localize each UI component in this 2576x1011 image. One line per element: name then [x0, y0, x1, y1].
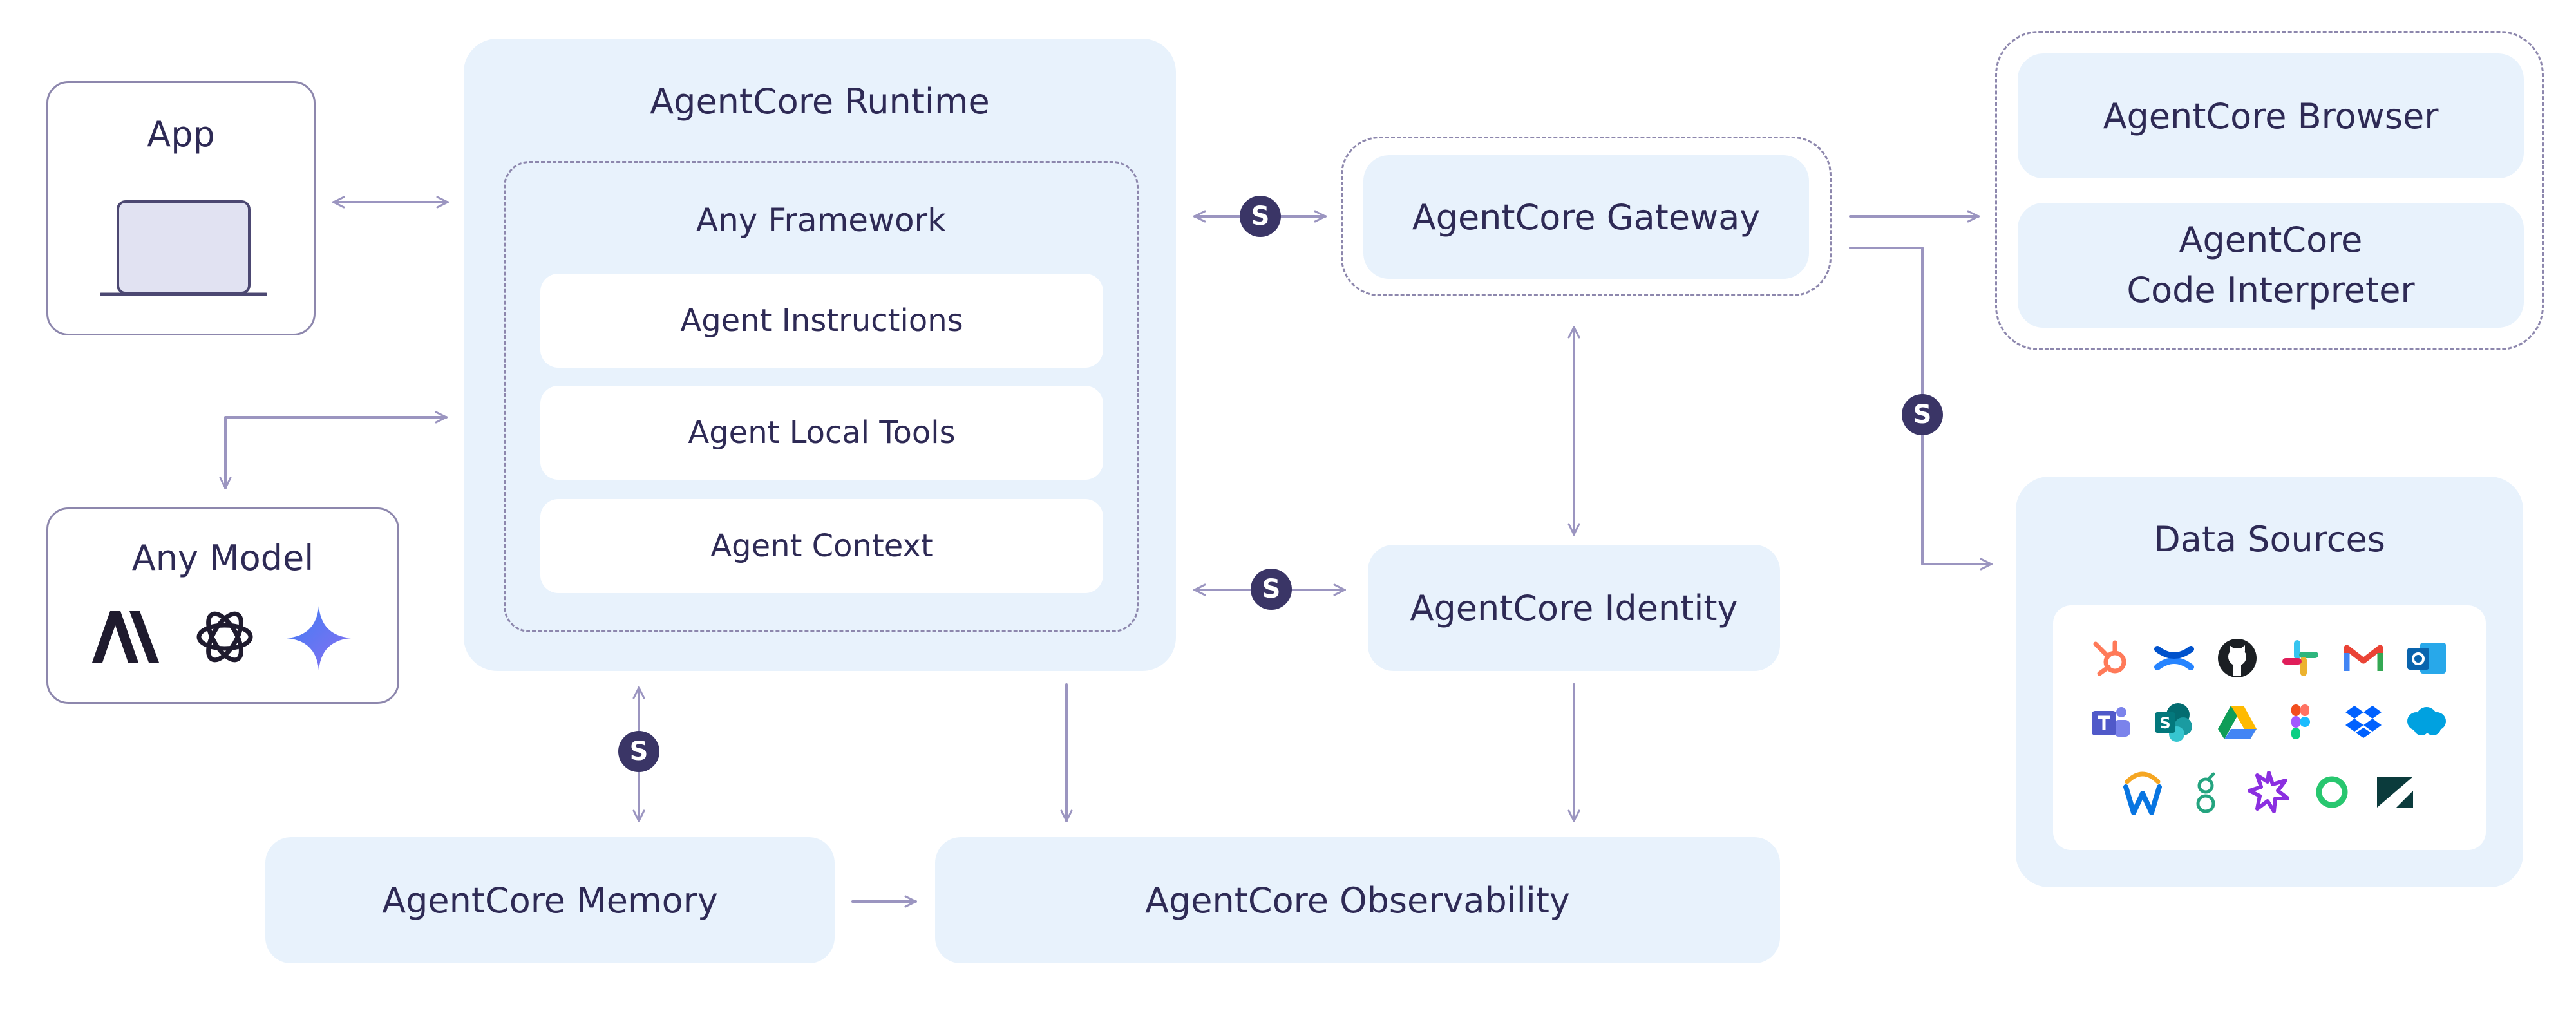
openai-icon	[196, 611, 253, 663]
zendesk-icon	[2377, 777, 2413, 808]
teams-icon	[2092, 707, 2130, 737]
greenhouse-icon	[2196, 772, 2215, 813]
github-icon	[2218, 639, 2257, 677]
agent-instructions-box: Agent Instructions	[540, 274, 1103, 368]
s-badge-gateway-datasources: S	[1902, 394, 1943, 435]
gemini-icon	[287, 606, 351, 670]
any-model-title: Any Model	[131, 538, 314, 578]
agentcore-gateway-card: AgentCore Gateway	[1363, 155, 1809, 279]
app-title: App	[147, 114, 215, 155]
slack-icon	[2282, 640, 2318, 676]
gmail-icon	[2344, 645, 2383, 671]
agentcore-memory-card: AgentCore Memory	[265, 837, 835, 963]
figma-icon	[2291, 704, 2310, 739]
okta-icon	[2316, 776, 2348, 808]
data-sources-icon-panel: S	[2053, 605, 2486, 850]
data-sources-card: Data Sources	[2016, 477, 2523, 887]
hubspot-icon	[2093, 640, 2126, 676]
tools-dashed-frame: AgentCore Browser AgentCore Code Interpr…	[1995, 31, 2544, 350]
gateway-dashed-frame: AgentCore Gateway	[1341, 137, 1832, 296]
salesforce-icon	[2407, 707, 2446, 735]
any-model-box: Any Model	[46, 507, 399, 704]
any-framework-box: Any Framework Agent Instructions Agent L…	[504, 161, 1139, 632]
data-sources-title: Data Sources	[2154, 519, 2385, 560]
anthropic-icon	[92, 611, 159, 663]
s-badge-runtime-gateway: S	[1240, 196, 1281, 237]
confluence-icon	[2154, 646, 2194, 670]
svg-text:S: S	[2159, 714, 2170, 732]
s-badge-runtime-identity: S	[1251, 569, 1292, 610]
asana-icon	[2248, 771, 2289, 813]
agentcore-code-interpreter-card: AgentCore Code Interpreter	[2018, 203, 2524, 328]
runtime-model-arrow	[219, 411, 448, 489]
google-drive-icon	[2218, 706, 2257, 739]
agentcore-observability-card: AgentCore Observability	[935, 837, 1780, 963]
laptop-icon	[100, 200, 267, 296]
app-box: App	[46, 81, 316, 335]
s-badge-runtime-memory: S	[618, 731, 659, 772]
agent-local-tools-box: Agent Local Tools	[540, 386, 1103, 480]
workday-icon	[2123, 771, 2162, 815]
agentcore-browser-card: AgentCore Browser	[2018, 53, 2524, 178]
code-interpreter-line1: AgentCore	[2179, 220, 2363, 260]
agentcore-identity-card: AgentCore Identity	[1368, 545, 1780, 671]
sharepoint-icon: S	[2155, 703, 2192, 742]
dropbox-icon	[2345, 706, 2382, 738]
agent-context-box: Agent Context	[540, 499, 1103, 593]
code-interpreter-line2: Code Interpreter	[2126, 270, 2415, 310]
outlook-icon	[2407, 643, 2446, 674]
runtime-title: AgentCore Runtime	[650, 81, 990, 122]
framework-title: Any Framework	[696, 202, 947, 239]
agentcore-runtime-card: AgentCore Runtime Any Framework Agent In…	[464, 39, 1176, 671]
